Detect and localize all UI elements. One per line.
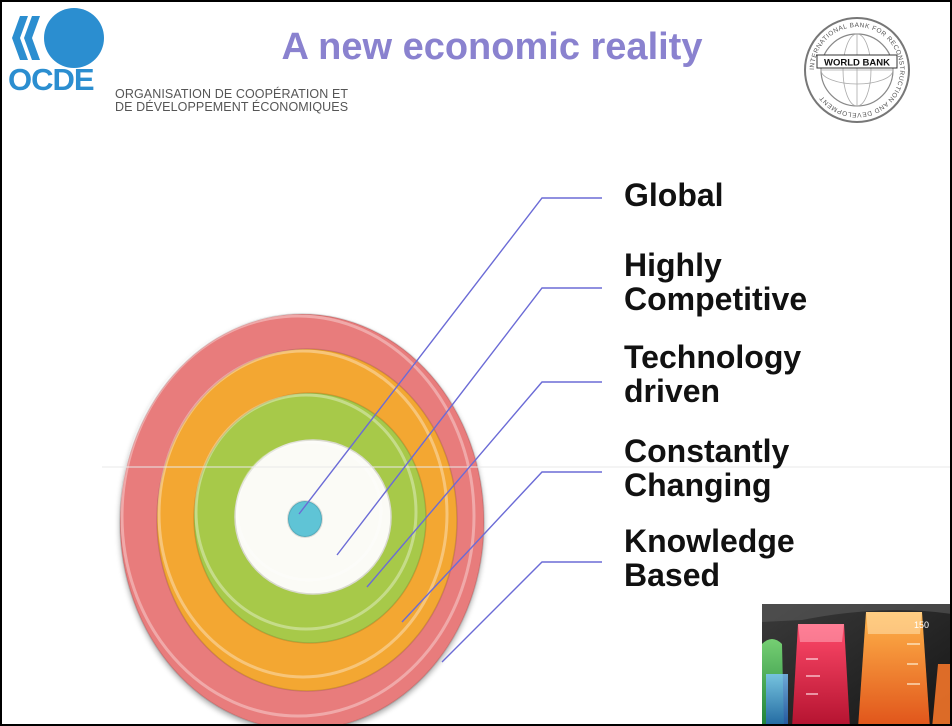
label-technology-driven: Technology driven [624, 339, 802, 409]
page-title: A new economic reality [281, 26, 703, 68]
leader-line-technology-driven [366, 381, 602, 588]
beaker-mark: 150 [914, 620, 929, 630]
label-knowledge-based: Knowledge Based [624, 523, 795, 593]
ocde-name-line1: ORGANISATION DE COOPÉRATION ET [115, 87, 349, 101]
leader-line-highly-competitive [336, 287, 602, 556]
ring-constantly-changing-highlight [157, 349, 449, 679]
label-constantly-changing: Constantly Changing [624, 433, 790, 503]
label-global: Global [624, 177, 724, 213]
leader-line-global [298, 197, 602, 515]
ocde-full-name: ORGANISATION DE COOPÉRATION ET DE DÉVELO… [115, 88, 348, 114]
ocde-logo-text: OCDE [8, 62, 94, 92]
ocde-logo: OCDE [8, 8, 104, 92]
lab-beakers-photo: 150 [762, 604, 950, 724]
leader-line-constantly-changing [401, 471, 602, 623]
ring-highly-competitive-highlight [235, 440, 383, 582]
world-bank-logo: INTERNATIONAL BANK FOR RECONSTRUCTION AN… [804, 17, 910, 123]
leader-line-knowledge-based [441, 561, 602, 663]
world-bank-text: WORLD BANK [824, 58, 890, 69]
ring-knowledge-based-highlight [120, 314, 476, 718]
label-highly-competitive: Highly Competitive [624, 247, 808, 317]
ring-global-core [287, 500, 323, 538]
ocde-name-line2: DE DÉVELOPPEMENT ÉCONOMIQUES [115, 100, 349, 114]
ring-technology-driven-highlight [194, 393, 418, 631]
